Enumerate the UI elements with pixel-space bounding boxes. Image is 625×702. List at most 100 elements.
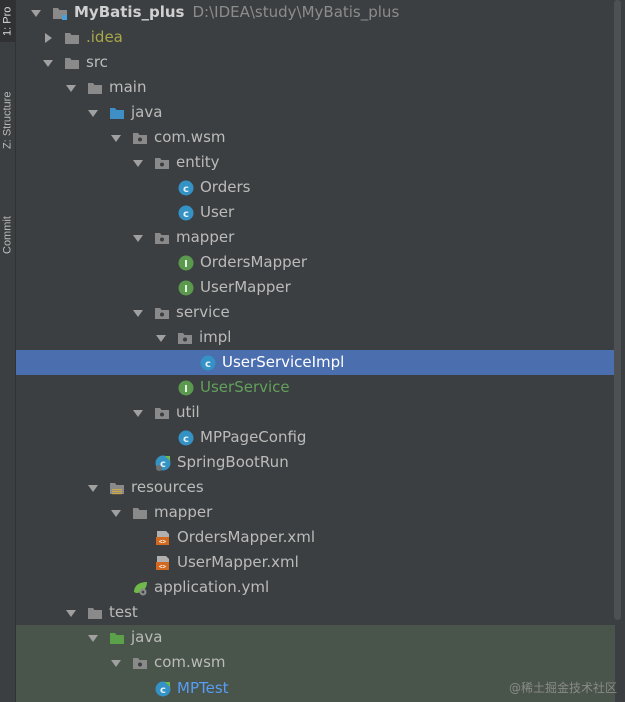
structure-tool-tab-label: Z: Structure: [1, 91, 14, 149]
interface-icon: I: [178, 280, 194, 296]
tree-row-test-java[interactable]: java: [16, 625, 615, 650]
project-tool-tab[interactable]: 1: Pro: [0, 0, 15, 42]
folder-icon: [87, 605, 103, 621]
vertical-scrollbar[interactable]: [614, 0, 621, 620]
tree-row-entity[interactable]: entity: [16, 150, 615, 175]
svg-text:<>: <>: [159, 563, 167, 570]
tree-label: User: [200, 203, 235, 221]
project-tree[interactable]: MyBatis_plus D:\IDEA\study\MyBatis_plus …: [16, 0, 615, 702]
tree-label: OrdersMapper.xml: [177, 528, 316, 546]
expanded-arrow-icon[interactable]: [132, 407, 144, 419]
tree-label: MPPageConfig: [200, 428, 307, 446]
tree-row-orders-mapper[interactable]: I OrdersMapper: [16, 250, 615, 275]
expanded-arrow-icon[interactable]: [87, 632, 99, 644]
tree-label: service: [176, 303, 230, 321]
interface-icon: I: [178, 380, 194, 396]
project-name: MyBatis_plus: [74, 3, 185, 21]
tree-label: java: [131, 628, 163, 646]
tree-row-resources[interactable]: resources: [16, 475, 615, 500]
tree-label: impl: [199, 328, 232, 346]
expanded-arrow-icon[interactable]: [132, 307, 144, 319]
tree-row-test[interactable]: test: [16, 600, 615, 625]
xml-file-icon: <>: [155, 530, 171, 546]
tree-label: UserService: [200, 378, 290, 396]
tree-row-orders[interactable]: c Orders: [16, 175, 615, 200]
tree-label: SpringBootRun: [177, 453, 289, 471]
tree-label: java: [131, 103, 163, 121]
tree-label: UserServiceImpl: [222, 353, 345, 371]
svg-text:c: c: [183, 434, 189, 445]
folder-icon: [132, 505, 148, 521]
tree-label: com.wsm: [154, 128, 226, 146]
spring-config-file-icon: [132, 580, 148, 596]
package-icon: [132, 655, 148, 671]
expanded-arrow-icon[interactable]: [42, 57, 54, 69]
spring-boot-class-icon: c: [155, 455, 171, 471]
package-icon: [132, 130, 148, 146]
tree-row-orders-mapper-xml[interactable]: <> OrdersMapper.xml: [16, 525, 615, 550]
structure-tool-tab[interactable]: Z: Structure: [0, 80, 15, 160]
tree-row-java[interactable]: java: [16, 100, 615, 125]
tree-label: main: [109, 78, 147, 96]
tree-label: .idea: [86, 28, 123, 46]
expanded-arrow-icon[interactable]: [110, 657, 122, 669]
tree-row-root[interactable]: MyBatis_plus D:\IDEA\study\MyBatis_plus: [16, 0, 615, 25]
expanded-arrow-icon[interactable]: [87, 482, 99, 494]
expanded-arrow-icon[interactable]: [110, 132, 122, 144]
folder-icon: [87, 80, 103, 96]
tree-row-main[interactable]: main: [16, 75, 615, 100]
expanded-arrow-icon[interactable]: [132, 232, 144, 244]
tree-label: UserMapper.xml: [177, 553, 299, 571]
tree-row-spring-boot-run[interactable]: c SpringBootRun: [16, 450, 615, 475]
package-icon: [177, 330, 193, 346]
tree-label: application.yml: [154, 578, 270, 596]
tree-row-user-service[interactable]: I UserService: [16, 375, 615, 400]
svg-text:c: c: [183, 209, 189, 220]
expanded-arrow-icon[interactable]: [30, 7, 42, 19]
tree-row-user-mapper-xml[interactable]: <> UserMapper.xml: [16, 550, 615, 575]
collapsed-arrow-icon[interactable]: [42, 32, 54, 44]
tree-row-service[interactable]: service: [16, 300, 615, 325]
tree-row-package[interactable]: com.wsm: [16, 125, 615, 150]
svg-text:c: c: [160, 459, 166, 470]
commit-tool-tab[interactable]: Commit: [0, 200, 15, 270]
tree-label: UserMapper: [200, 278, 291, 296]
tree-row-util[interactable]: util: [16, 400, 615, 425]
tree-row-src[interactable]: src: [16, 50, 615, 75]
svg-text:c: c: [183, 184, 189, 195]
expanded-arrow-icon[interactable]: [65, 82, 77, 94]
tree-row-test-package[interactable]: com.wsm: [16, 650, 615, 675]
tree-row-idea[interactable]: .idea: [16, 25, 615, 50]
expanded-arrow-icon[interactable]: [110, 507, 122, 519]
tree-row-user[interactable]: c User: [16, 200, 615, 225]
project-tool-tab-label: 1: Pro: [1, 6, 14, 36]
svg-text:I: I: [184, 384, 188, 395]
expanded-arrow-icon[interactable]: [65, 607, 77, 619]
expanded-arrow-icon[interactable]: [87, 107, 99, 119]
watermark: @稀土掘金技术社区: [508, 681, 617, 695]
tree-row-user-mapper[interactable]: I UserMapper: [16, 275, 615, 300]
tree-row-mapper-package[interactable]: mapper: [16, 225, 615, 250]
svg-text:c: c: [160, 685, 166, 696]
expanded-arrow-icon[interactable]: [155, 332, 167, 344]
svg-text:<>: <>: [159, 538, 167, 545]
expanded-arrow-icon[interactable]: [132, 157, 144, 169]
class-icon: c: [178, 180, 194, 196]
package-icon: [154, 155, 170, 171]
tree-label: resources: [131, 478, 204, 496]
folder-icon: [64, 55, 80, 71]
tree-row-impl[interactable]: impl: [16, 325, 615, 350]
tree-row-resources-mapper[interactable]: mapper: [16, 500, 615, 525]
tree-row-user-service-impl[interactable]: c UserServiceImpl: [16, 350, 615, 375]
module-folder-icon: [52, 5, 68, 21]
package-icon: [154, 230, 170, 246]
commit-tool-tab-label: Commit: [1, 216, 14, 254]
resources-folder-icon: [109, 480, 125, 496]
tree-row-mp-page-config[interactable]: c MPPageConfig: [16, 425, 615, 450]
project-path: D:\IDEA\study\MyBatis_plus: [192, 3, 400, 21]
tree-label: src: [86, 53, 108, 71]
class-icon: c: [178, 430, 194, 446]
folder-icon: [64, 30, 80, 46]
tree-row-application-yml[interactable]: application.yml: [16, 575, 615, 600]
tree-row-mp-test[interactable]: c MPTest: [16, 675, 615, 702]
